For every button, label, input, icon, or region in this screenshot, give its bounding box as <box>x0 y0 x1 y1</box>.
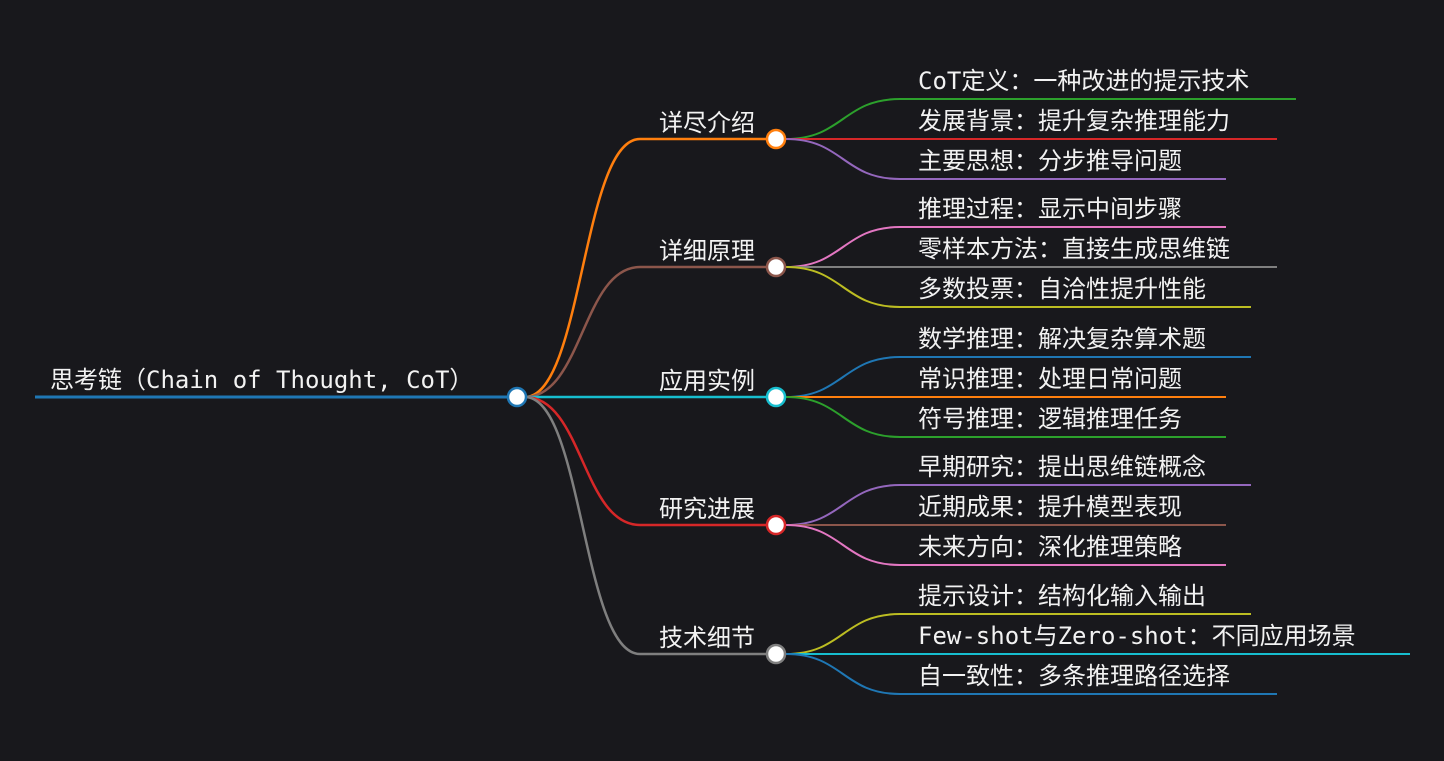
branch-connector <box>524 395 641 527</box>
leaf-label: 未来方向：深化推理策略 <box>918 533 1182 561</box>
leaf-label: CoT定义：一种改进的提示技术 <box>918 67 1249 95</box>
leaf-label: 零样本方法：直接生成思维链 <box>918 235 1230 263</box>
leaf-connector <box>785 524 901 566</box>
branch-node[interactable] <box>765 128 787 150</box>
leaf-connector <box>785 484 901 526</box>
root-label: 思考链（Chain of Thought, CoT） <box>50 366 473 394</box>
leaf-label: 数学推理：解决复杂算术题 <box>918 325 1206 353</box>
branch-node[interactable] <box>765 514 787 536</box>
branch-label: 应用实例 <box>659 367 755 395</box>
branch-label: 技术细节 <box>659 624 755 652</box>
leaf-label: 早期研究：提出思维链概念 <box>918 453 1206 481</box>
branch-label: 详尽介绍 <box>659 109 755 137</box>
leaf-label: 发展背景：提升复杂推理能力 <box>918 107 1230 135</box>
leaf-label: 符号推理：逻辑推理任务 <box>918 405 1182 433</box>
leaf-label: 多数投票：自洽性提升性能 <box>918 275 1206 303</box>
mindmap-nodes <box>506 128 787 665</box>
branch-label: 详细原理 <box>659 237 755 265</box>
leaf-connector <box>785 138 901 180</box>
leaf-connector <box>785 396 901 438</box>
branch-node[interactable] <box>765 256 787 278</box>
leaf-connector <box>785 266 901 308</box>
leaf-connector <box>785 653 901 695</box>
leaf-label: 推理过程：显示中间步骤 <box>918 195 1182 223</box>
leaf-label: 近期成果：提升模型表现 <box>918 493 1182 521</box>
branch-connector <box>524 137 641 399</box>
leaf-connector <box>785 226 901 268</box>
leaf-connector <box>785 356 901 398</box>
root-node[interactable] <box>506 386 528 408</box>
leaf-connector <box>785 98 901 140</box>
branch-connector <box>524 395 641 656</box>
leaf-label: Few-shot与Zero-shot：不同应用场景 <box>918 622 1356 650</box>
leaf-label: 提示设计：结构化输入输出 <box>918 582 1206 610</box>
branch-label: 研究进展 <box>659 495 755 523</box>
mindmap-labels: 思考链（Chain of Thought, CoT） 详尽介绍 CoT定义：一种改进… <box>50 67 1356 690</box>
leaf-label: 主要思想：分步推导问题 <box>918 147 1182 175</box>
mindmap-edges <box>35 98 1410 695</box>
leaf-label: 自一致性：多条推理路径选择 <box>918 662 1230 690</box>
leaf-label: 常识推理：处理日常问题 <box>918 365 1182 393</box>
branch-node[interactable] <box>765 386 787 408</box>
branch-node[interactable] <box>765 643 787 665</box>
leaf-connector <box>785 613 901 655</box>
branch-connector <box>524 265 641 399</box>
